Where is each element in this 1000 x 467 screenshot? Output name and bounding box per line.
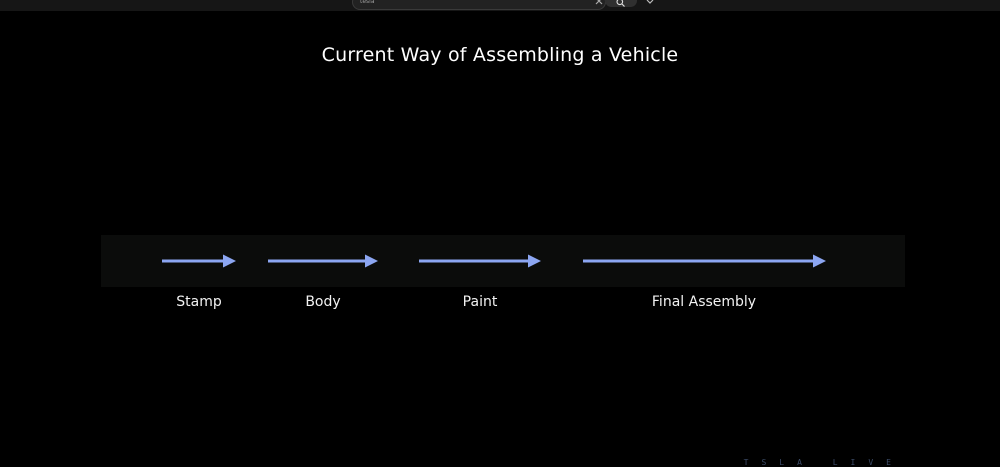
chevron-down-icon[interactable] bbox=[645, 0, 655, 7]
clear-icon[interactable] bbox=[595, 0, 603, 5]
search-icon bbox=[616, 0, 625, 7]
step-label-stamp: Stamp bbox=[176, 294, 222, 310]
step-label-final-assembly: Final Assembly bbox=[651, 294, 757, 310]
slide-title: Current Way of Assembling a Vehicle bbox=[321, 44, 679, 66]
arrow-body bbox=[268, 254, 378, 268]
search-button[interactable] bbox=[605, 0, 637, 7]
arrow-stamp bbox=[162, 254, 236, 268]
arrow-final-assembly bbox=[583, 254, 826, 268]
step-label-body: Body bbox=[305, 294, 341, 310]
search-query-text: tesla bbox=[360, 0, 375, 5]
channel-watermark: TSLA LIVE bbox=[743, 458, 904, 467]
step-label-paint: Paint bbox=[462, 294, 498, 310]
arrow-paint bbox=[419, 254, 541, 268]
